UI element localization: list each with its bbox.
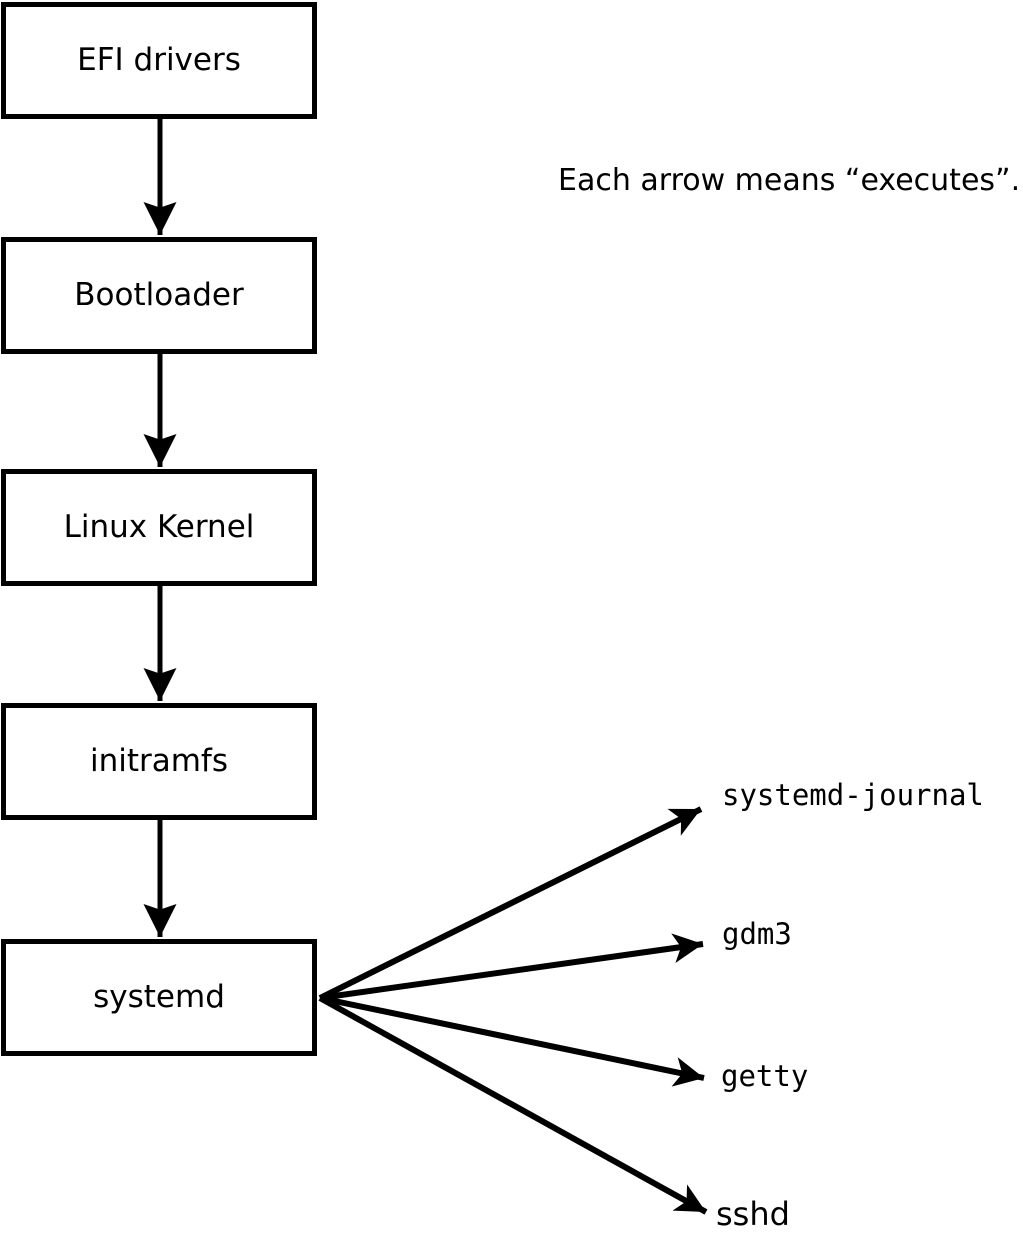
node-bootloader: Bootloader — [1, 237, 317, 354]
legend-note: Each arrow means “executes”. — [558, 163, 1021, 198]
node-label: EFI drivers — [77, 42, 241, 78]
spawned-process-getty: getty — [721, 1059, 809, 1093]
node-label: Bootloader — [74, 277, 244, 313]
spawned-process-systemd-journal: systemd-journal — [722, 778, 984, 812]
spawned-process-gdm3: gdm3 — [722, 917, 792, 951]
node-label: Linux Kernel — [63, 509, 255, 545]
arrow-systemd-to-gdm3 — [319, 933, 704, 1001]
node-label: systemd — [93, 979, 225, 1015]
node-initramfs: initramfs — [1, 703, 317, 820]
arrow-systemd-to-getty — [319, 995, 705, 1087]
arrow-systemd-to-sshd — [318, 995, 708, 1215]
spawned-process-sshd: sshd — [716, 1195, 790, 1233]
arrow-systemd-to-journal — [318, 806, 703, 1001]
node-efi-drivers: EFI drivers — [1, 2, 317, 119]
node-linux-kernel: Linux Kernel — [1, 469, 317, 586]
node-systemd: systemd — [1, 939, 317, 1056]
node-label: initramfs — [89, 743, 229, 779]
